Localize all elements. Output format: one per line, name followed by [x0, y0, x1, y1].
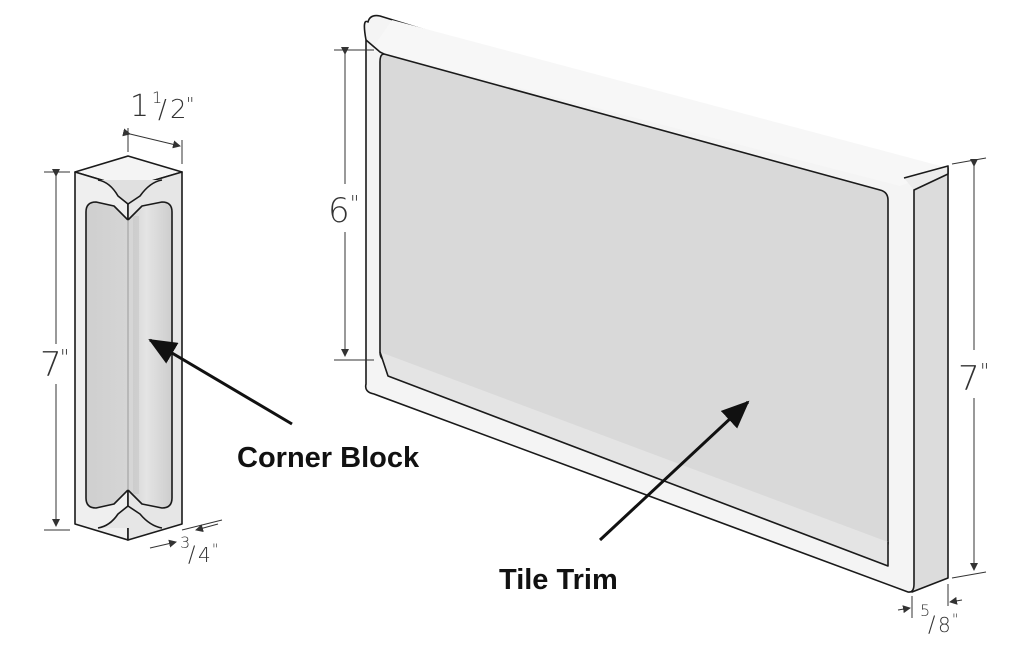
tile-trim-label: Tile Trim [499, 564, 618, 596]
trim-height-unit: " [980, 359, 989, 383]
corner-height-value: 7 [40, 345, 62, 385]
corner-width-denominator: 2 [170, 95, 187, 125]
tile-trim-illustration [363, 14, 949, 593]
corner-depth-numerator: 3 [180, 533, 190, 552]
trim-depth-denominator: 8 [938, 613, 951, 637]
trim-height-value: 7 [958, 359, 980, 399]
trim-inner-height-value: 6 [328, 191, 350, 231]
trim-depth-numerator: 5 [920, 601, 930, 620]
tile-trim-arrow [598, 400, 750, 542]
corner-block-illustration [74, 155, 183, 541]
fraction-slash: / [188, 543, 196, 568]
label-arrows [148, 338, 750, 542]
corner-block-dimensions [44, 128, 223, 549]
corner-block-arrow [148, 338, 293, 426]
corner-width-numerator: 1 [152, 88, 162, 107]
corner-block-label: Corner Block [237, 442, 420, 474]
trim-inner-height-unit: " [350, 191, 359, 215]
corner-width-whole: 1 [130, 89, 149, 124]
corner-height-unit: " [60, 345, 69, 369]
corner-depth-denominator: 4 [198, 543, 211, 567]
corner-depth-unit: " [212, 542, 218, 558]
fraction-slash: / [158, 95, 167, 125]
corner-width-unit: " [186, 94, 194, 115]
trim-depth-unit: " [952, 612, 958, 628]
fraction-slash: / [928, 613, 936, 638]
tile-trim-dimensions [334, 47, 987, 618]
